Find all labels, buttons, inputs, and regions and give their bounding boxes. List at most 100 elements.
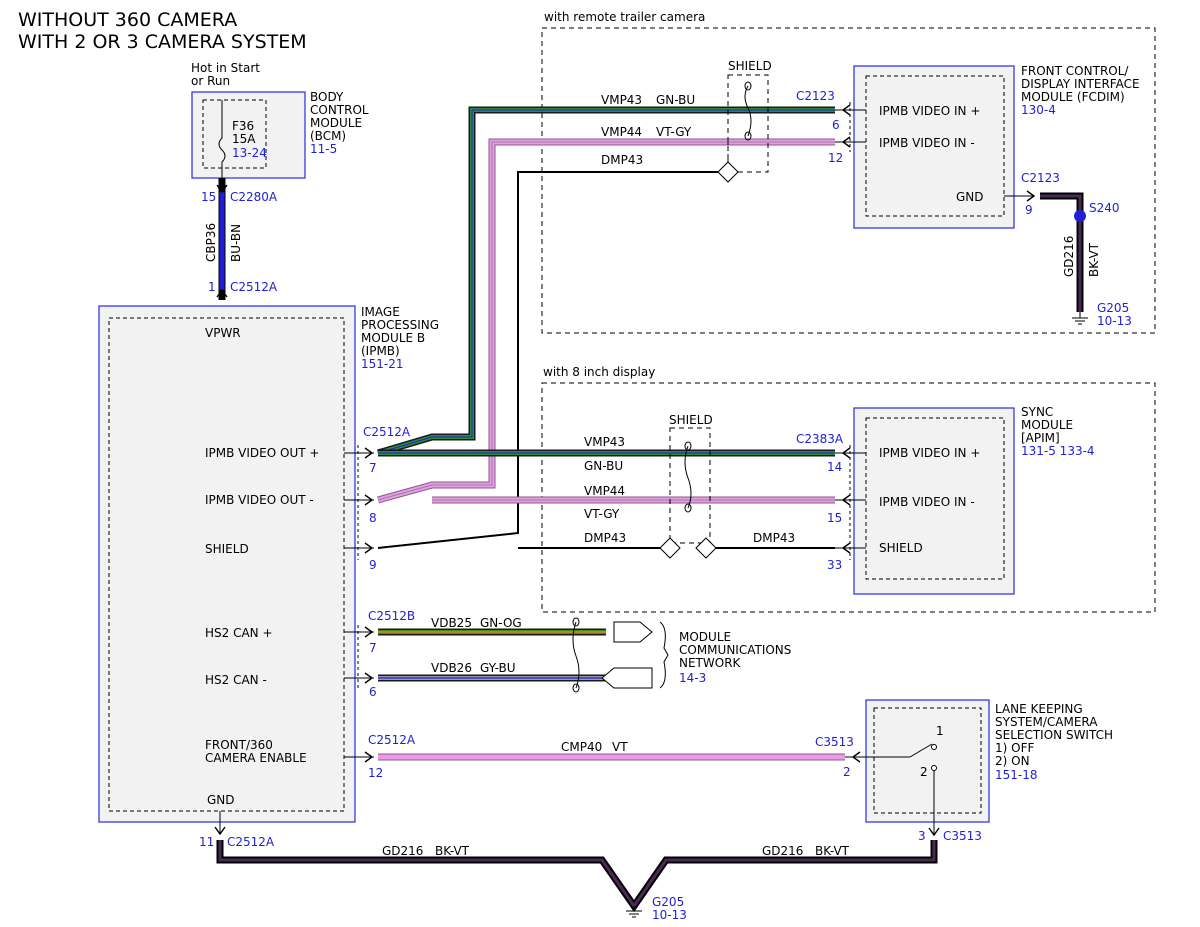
ipmb-pin-en: 12 bbox=[368, 766, 383, 780]
fcdim-gnd-pin: 9 bbox=[1025, 203, 1033, 217]
splice-s240 bbox=[1074, 210, 1086, 222]
can-minus-connector-icon bbox=[601, 667, 653, 689]
fuse-amps: 15A bbox=[232, 132, 256, 146]
bcm-label-4: (BCM) bbox=[310, 129, 346, 143]
trailer-option-label: with remote trailer camera bbox=[544, 10, 705, 24]
ipmb-gnd-connector: C2512A bbox=[227, 835, 275, 849]
ipmb-pin-sh: 9 bbox=[369, 558, 377, 572]
trailer-vmp43-label: VMP43 bbox=[601, 93, 642, 107]
ipmb-hs2-can-minus: HS2 CAN - bbox=[205, 673, 267, 687]
splice-s240-label: S240 bbox=[1089, 201, 1120, 215]
fuse-hot-label: Hot in Start bbox=[191, 61, 260, 75]
bcm-box bbox=[191, 91, 306, 179]
ipmb-gnd-pin: 11 bbox=[199, 835, 214, 849]
ipmb-box bbox=[98, 305, 356, 823]
switch-connector: C3513 bbox=[815, 735, 854, 749]
switch-contact-1 bbox=[931, 744, 937, 750]
trailer-dmp43-wire bbox=[377, 171, 718, 549]
ipmb-video-out-plus: IPMB VIDEO OUT + bbox=[205, 446, 319, 460]
cbp36-circuit: CBP36 bbox=[204, 223, 218, 262]
switch-box bbox=[865, 699, 990, 823]
sync-box bbox=[853, 407, 1015, 595]
can-twist-end-top bbox=[572, 617, 580, 627]
display8-vmp44-label: VMP44 bbox=[584, 484, 625, 498]
sync-pin-n: 15 bbox=[827, 511, 842, 525]
switch-blade-icon bbox=[909, 743, 933, 758]
ipmb-video-connector: C2512A bbox=[363, 425, 411, 439]
fuse-hot-label-2: or Run bbox=[191, 74, 230, 88]
ipmb-pin-cp: 7 bbox=[369, 641, 377, 655]
ipmb-enable-1: FRONT/360 bbox=[205, 738, 273, 752]
display8-shield-twist-end-bottom bbox=[684, 503, 692, 513]
sync-pin-p: 14 bbox=[827, 460, 842, 474]
display8-shield-twist-end-top bbox=[684, 441, 692, 451]
sync-label-2: MODULE bbox=[1021, 418, 1073, 432]
display8-gnbu-label: GN-BU bbox=[584, 459, 623, 473]
switch-gnd-connector: C3513 bbox=[943, 829, 982, 843]
sync-pin-sh: 33 bbox=[827, 558, 842, 572]
fcdim-gnd-connector: C2123 bbox=[1021, 171, 1060, 185]
switch-ref: 151-18 bbox=[995, 768, 1038, 782]
ipmb-vpwr: VPWR bbox=[205, 326, 241, 340]
trailer-shield-label: SHIELD bbox=[728, 59, 772, 73]
diagram-title-line1: WITHOUT 360 CAMERA bbox=[18, 9, 237, 31]
bcm-connector: C2280A bbox=[230, 190, 278, 204]
vdb26-color: GY-BU bbox=[480, 661, 516, 675]
cbp36-color: BU-BN bbox=[229, 224, 243, 262]
display8-drain-icon-a bbox=[659, 537, 681, 559]
fcdim-pin-p: 6 bbox=[832, 118, 840, 132]
switch-label-2: SYSTEM/CAMERA bbox=[995, 715, 1098, 729]
ground-g205-top-ref: 10-13 bbox=[1097, 314, 1132, 328]
sync-label-3: [APIM] bbox=[1021, 431, 1060, 445]
trailer-shield-drain-icon bbox=[717, 161, 739, 183]
mcn-ref: 14-3 bbox=[679, 671, 706, 685]
sync-shield: SHIELD bbox=[879, 541, 923, 555]
fcdim-ref: 130-4 bbox=[1021, 103, 1056, 117]
switch-inner-box bbox=[873, 707, 982, 814]
switch-label-3: SELECTION SWITCH bbox=[995, 728, 1113, 742]
ipmb-label-1: IMAGE bbox=[361, 305, 400, 319]
ipmb-pin-vp: 7 bbox=[369, 461, 377, 475]
sync-connector: C2383A bbox=[796, 432, 844, 446]
fcdim-pin-n: 12 bbox=[828, 151, 843, 165]
trailer-vmp43-stripe bbox=[377, 109, 835, 454]
trailer-vmp44-label: VMP44 bbox=[601, 125, 642, 139]
fuse-id: F36 bbox=[232, 119, 254, 133]
fcdim-video-in-minus: IPMB VIDEO IN - bbox=[879, 136, 975, 150]
trailer-option-box bbox=[541, 27, 1156, 334]
vdb25-color: GN-OG bbox=[480, 616, 522, 630]
bottom-gd216-circuit-left: GD216 bbox=[382, 844, 423, 858]
ipmb-label-3: MODULE B bbox=[361, 331, 425, 345]
trailer-vtgy-label: VT-GY bbox=[656, 125, 692, 139]
fcdim-gd216-circuit: GD216 bbox=[1062, 236, 1076, 277]
bottom-gd216-color-right: BK-VT bbox=[815, 844, 850, 858]
display8-option-label: with 8 inch display bbox=[543, 365, 655, 379]
fcdim-gd216-color: BK-VT bbox=[1087, 242, 1101, 277]
mcn-label-2: COMMUNICATIONS bbox=[679, 643, 791, 657]
sync-inner-box bbox=[865, 417, 1005, 580]
display8-vtgy-label: VT-GY bbox=[584, 507, 620, 521]
fuse-ref: 13-24 bbox=[232, 146, 267, 160]
switch-label-5: 2) ON bbox=[995, 754, 1030, 768]
ipmb-hs2-can-plus: HS2 CAN + bbox=[205, 626, 273, 640]
ipmb-video-out-minus: IPMB VIDEO OUT - bbox=[205, 493, 314, 507]
bcm-ref: 11-5 bbox=[310, 142, 337, 156]
display8-dmp43-label-a: DMP43 bbox=[584, 531, 626, 545]
ground-g205-bottom-ref: 10-13 bbox=[652, 908, 687, 922]
bcm-label-3: MODULE bbox=[310, 116, 362, 130]
mcn-label-3: NETWORK bbox=[679, 656, 742, 670]
sync-video-in-minus: IPMB VIDEO IN - bbox=[879, 495, 975, 509]
trailer-shield-twist bbox=[744, 85, 752, 137]
fcdim-box bbox=[853, 65, 1015, 229]
fcdim-gnd: GND bbox=[956, 190, 984, 204]
ipmb-pin-cn: 6 bbox=[369, 685, 377, 699]
diagram-title-line2: WITH 2 OR 3 CAMERA SYSTEM bbox=[18, 31, 307, 53]
bottom-gd216-circuit-right: GD216 bbox=[762, 844, 803, 858]
bcm-label-1: BODY bbox=[310, 90, 344, 104]
cbp36-connector: C2512A bbox=[230, 280, 278, 294]
switch-pin-gnd: 3 bbox=[918, 829, 926, 843]
fcdim-label-1: FRONT CONTROL/ bbox=[1021, 64, 1129, 78]
can-twist bbox=[572, 621, 580, 689]
ipmb-pin-vn: 8 bbox=[369, 511, 377, 525]
